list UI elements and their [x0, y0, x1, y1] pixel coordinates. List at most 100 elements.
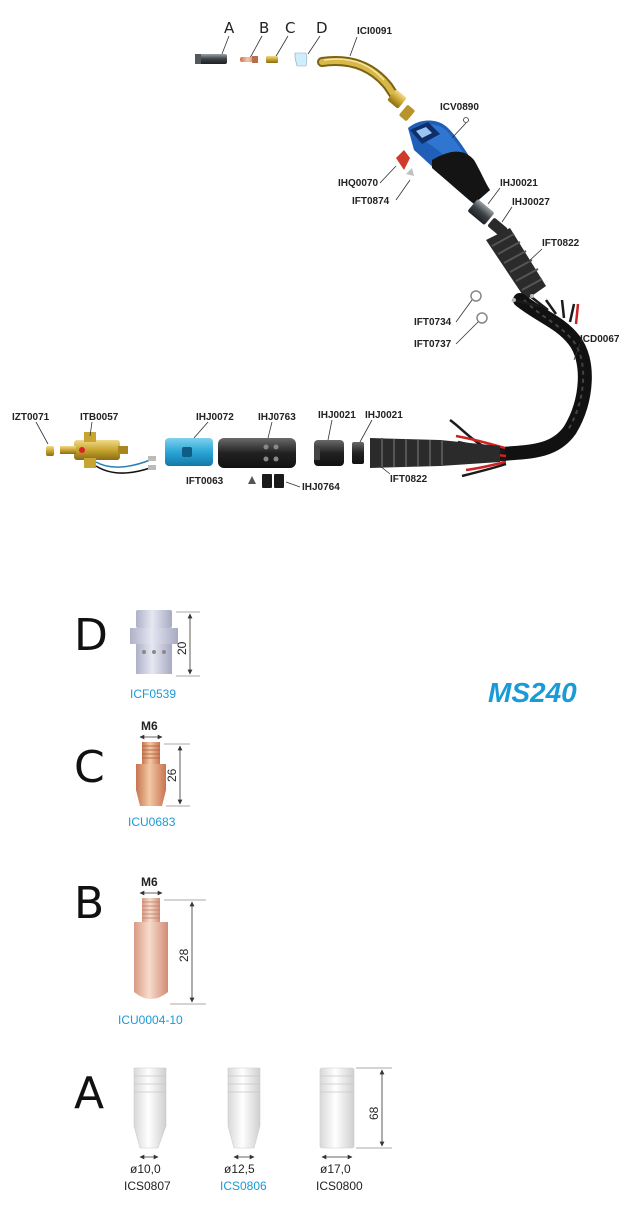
- nozzle-3-drawing: [319, 1067, 355, 1149]
- nozzle-1-code: ICS0807: [124, 1179, 171, 1193]
- tip-holder-c-small: [266, 56, 278, 63]
- label-icd0067: ICD0067: [580, 334, 620, 345]
- nozzle-3-diameter: ø17,0: [320, 1162, 351, 1176]
- gas-diffuser-drawing: [130, 610, 178, 674]
- itb0057-connector: [60, 432, 156, 474]
- detail-b: B M6 28 ICU0004-10: [74, 875, 206, 1027]
- icv0890-screw: [463, 117, 469, 123]
- leader-ihq0070: [379, 165, 397, 184]
- leader-icd0067: [573, 343, 581, 361]
- label-ici0091: ICI0091: [357, 26, 392, 37]
- detail-a: A ø10,0 ICS0807 ø12,5 ICS0806 ø17,0 ICS0…: [74, 1067, 392, 1193]
- detail-d-letter: D: [74, 610, 108, 661]
- exploded-view: A B C D ICI0091: [12, 19, 620, 493]
- label-ift0063: IFT0063: [186, 476, 224, 487]
- detail-b-thread: M6: [141, 875, 158, 889]
- nozzle-2-code: ICS0806: [220, 1179, 267, 1193]
- label-ihq0070: IHQ0070: [338, 178, 378, 189]
- contact-tip-b-small: [240, 56, 258, 63]
- label-ihj0764: IHJ0764: [302, 482, 340, 493]
- leader-ihj0021-b: [359, 419, 373, 443]
- ift0822-lower-boot: [370, 438, 500, 468]
- detail-c: C M6 26 ICU0683: [74, 719, 190, 829]
- ift0822-upper-boot: [486, 228, 546, 300]
- part-letter-b: B: [259, 19, 269, 37]
- detail-c-code: ICU0683: [128, 815, 176, 829]
- leader-ift0822-lower: [379, 465, 391, 475]
- detail-c-letter: C: [74, 742, 105, 793]
- label-ihj0763: IHJ0763: [258, 412, 296, 423]
- leader-ihj0021-a: [327, 419, 333, 441]
- label-ift0822-lower: IFT0822: [390, 474, 428, 485]
- izt0071-part: [46, 446, 54, 456]
- label-ift0737: IFT0737: [414, 339, 452, 350]
- clip-ift0734: [470, 290, 482, 302]
- label-ihj0021-upper: IHJ0021: [500, 178, 538, 189]
- leader-ihj0763: [267, 421, 273, 439]
- label-ihj0021-b: IHJ0021: [365, 410, 403, 421]
- leader-ihj0072: [193, 421, 209, 439]
- nozzle-3-code: ICS0800: [316, 1179, 363, 1193]
- part-letter-a: A: [224, 19, 235, 37]
- detail-d: D 20 ICF0539: [74, 610, 200, 701]
- detail-b-code: ICU0004-10: [118, 1013, 183, 1027]
- nozzle-a-small: [195, 54, 227, 64]
- ihj0072-nut: [165, 438, 213, 466]
- detail-a-dimension: 68: [367, 1106, 381, 1120]
- contact-tip-drawing: [134, 898, 168, 999]
- torch-handle: [408, 120, 490, 204]
- label-ift0734: IFT0734: [414, 317, 452, 328]
- detail-b-letter: B: [74, 878, 104, 929]
- label-itb0057: ITB0057: [80, 412, 119, 423]
- dimension-b: [164, 899, 206, 1005]
- part-letter-d: D: [316, 19, 328, 37]
- leader-itb0057: [89, 421, 93, 437]
- swan-neck: [317, 56, 415, 121]
- nozzle-1-diameter: ø10,0: [130, 1162, 161, 1176]
- ihj0021-part-b: [352, 442, 364, 464]
- ihj0763-body: [218, 438, 296, 468]
- ihj0021-part-a: [314, 440, 344, 466]
- detail-c-thread: M6: [141, 719, 158, 733]
- dimension-a: [356, 1067, 392, 1149]
- letter-leader-lines: [221, 35, 321, 59]
- nozzle-2-diameter: ø12,5: [224, 1162, 255, 1176]
- leader-izt0071: [35, 421, 49, 445]
- detail-d-code: ICF0539: [130, 687, 176, 701]
- tip-holder-drawing: [136, 742, 166, 806]
- leader-ici0091: [349, 36, 358, 57]
- ihj0021-upper-part: [468, 199, 494, 225]
- leader-icv0890: [451, 122, 467, 139]
- cable-bundle-icd0067: [493, 293, 592, 461]
- nozzle-1-drawing: [133, 1067, 167, 1149]
- leader-ift0737: [455, 321, 479, 345]
- dimension-d: [176, 611, 200, 677]
- leader-ihj0764: [285, 481, 301, 488]
- part-letter-c: C: [285, 19, 295, 37]
- trigger: [396, 150, 414, 176]
- detail-a-letter: A: [74, 1068, 104, 1119]
- label-ihj0072: IHJ0072: [196, 412, 234, 423]
- dimension-c: [164, 743, 190, 807]
- nozzle-2-drawing: [227, 1067, 261, 1149]
- leader-ihj0021-upper: [487, 187, 501, 205]
- detail-c-dimension: 26: [165, 768, 179, 782]
- ift0063-pin: [248, 476, 256, 484]
- label-ift0874: IFT0874: [352, 196, 390, 207]
- label-izt0071: IZT0071: [12, 412, 50, 423]
- label-ihj0027: IHJ0027: [512, 197, 550, 208]
- leader-ift0822-upper: [527, 248, 543, 263]
- detail-b-dimension: 28: [177, 948, 191, 962]
- clip-ift0737: [476, 312, 488, 324]
- detail-d-dimension: 20: [175, 641, 189, 655]
- leader-ift0874: [395, 179, 411, 201]
- ihj0764-blocks: [262, 474, 284, 488]
- model-title: MS240: [488, 677, 577, 708]
- label-ift0822-upper: IFT0822: [542, 238, 580, 249]
- leader-ihj0027: [501, 206, 513, 223]
- diffuser-d-small: [294, 52, 308, 67]
- label-ihj0021-a: IHJ0021: [318, 410, 356, 421]
- leader-ift0734: [455, 299, 473, 323]
- label-icv0890: ICV0890: [440, 102, 479, 113]
